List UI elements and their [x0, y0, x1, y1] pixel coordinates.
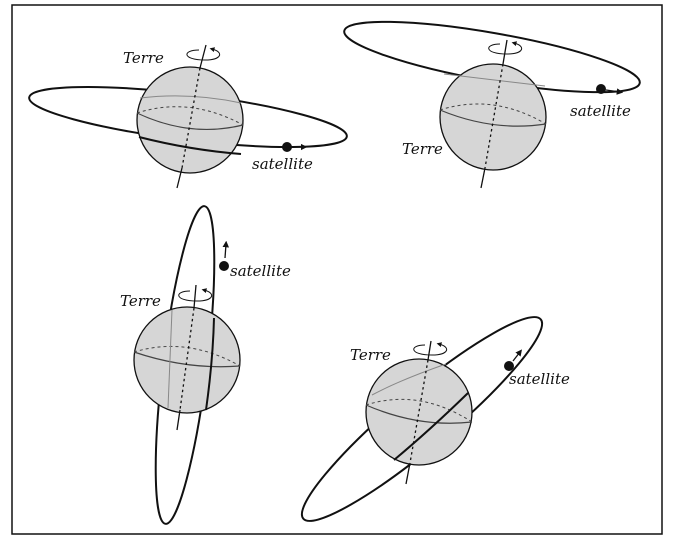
figure-border — [11, 4, 663, 535]
inner-orbit-line — [371, 363, 447, 396]
rotation-axis-bottom — [480, 167, 486, 189]
rotation-arrow-icon — [413, 342, 448, 356]
rotation-axis-hidden — [484, 63, 504, 169]
satellite-dot — [596, 84, 606, 94]
rotation-axis-top — [502, 39, 508, 65]
rotation-axis-hidden — [179, 307, 195, 411]
equator-hidden — [365, 398, 473, 423]
equator-line — [365, 404, 473, 424]
satellite-label: satellite — [570, 102, 631, 120]
earth-label: Terre — [402, 140, 443, 158]
earth-globe — [136, 66, 244, 174]
satellite-label: satellite — [230, 262, 291, 280]
rotation-arrow-icon — [488, 41, 523, 55]
rotation-axis-bottom — [405, 462, 411, 485]
satellite-direction-arrow — [512, 349, 522, 362]
earth-label: Terre — [123, 49, 164, 67]
panel-2: Terre satellite — [343, 20, 641, 189]
rotation-axis-top — [427, 340, 432, 361]
satellite-dot — [504, 361, 514, 371]
rotation-axis-hidden — [409, 359, 429, 464]
satellite-label: satellite — [252, 155, 313, 173]
earth-globe — [439, 63, 547, 171]
orbit-front-arc — [443, 73, 546, 87]
equator-line — [133, 351, 241, 368]
equator-hidden — [133, 345, 241, 367]
equator-hidden — [136, 106, 244, 126]
panel-4: Terre satellite — [300, 316, 570, 522]
satellite-dot — [282, 142, 292, 152]
rotation-axis-top — [193, 284, 197, 309]
orbit-front-arc — [393, 392, 469, 461]
rotation-axis-hidden — [181, 67, 201, 169]
satellite-label: satellite — [509, 370, 570, 388]
earth-globe — [365, 358, 473, 466]
equator-line — [136, 112, 244, 131]
orbit-direction-arrow — [222, 240, 230, 259]
earth-globe — [133, 306, 241, 414]
inner-orbit-line — [167, 309, 173, 409]
rotation-axis-bottom — [176, 409, 181, 431]
rotation-axis-top — [199, 44, 207, 69]
earth-label: Terre — [120, 292, 161, 310]
rotation-arrow-icon — [186, 47, 221, 61]
orbit-front-arc — [138, 136, 242, 155]
panel-1: Terre satellite — [28, 44, 348, 189]
satellite-direction-arrow — [605, 88, 624, 95]
equator-hidden — [439, 103, 547, 125]
earth-label: Terre — [350, 346, 391, 364]
panel-3: Terre satellite — [120, 205, 291, 525]
satellite-dot — [219, 261, 229, 271]
rotation-axis-bottom — [176, 167, 183, 189]
orbit-front-arc — [205, 317, 215, 411]
inner-orbit-line — [139, 95, 242, 104]
rotation-arrow-icon — [178, 288, 213, 302]
